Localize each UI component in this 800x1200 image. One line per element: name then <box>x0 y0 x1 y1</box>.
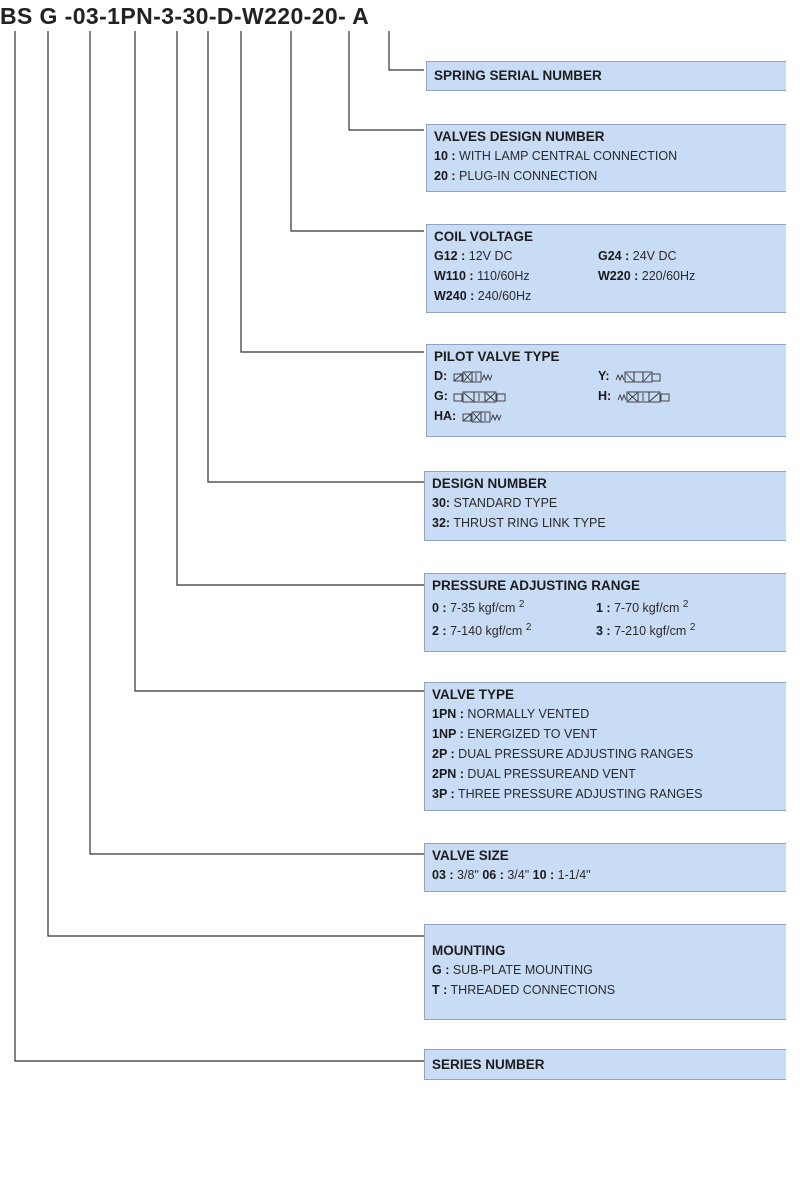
list-item: 2PN : DUAL PRESSUREAND VENT <box>432 767 636 781</box>
list-item: G: <box>434 386 598 406</box>
spring-serial-title: SPRING SERIAL NUMBER <box>434 68 602 83</box>
list-item: 30: STANDARD TYPE <box>432 496 558 510</box>
valves-design-title: VALVES DESIGN NUMBER <box>434 129 605 144</box>
pressure-range-box: PRESSURE ADJUSTING RANGE 0 : 7-35 kgf/cm… <box>424 573 786 652</box>
leader-coil <box>290 31 424 232</box>
mounting-title: MOUNTING <box>432 943 506 958</box>
list-item: G : SUB-PLATE MOUNTING <box>432 963 593 977</box>
pressure-range-title: PRESSURE ADJUSTING RANGE <box>432 578 641 593</box>
series-number-title: SERIES NUMBER <box>432 1057 545 1072</box>
list-item: 1PN : NORMALLY VENTED <box>432 707 590 721</box>
valve-type-title: VALVE TYPE <box>432 687 515 702</box>
list-item: 10 : WITH LAMP CENTRAL CONNECTION <box>434 149 678 163</box>
list-item: HA: <box>434 406 598 426</box>
leader-pilot <box>240 31 424 353</box>
code-dash: - <box>174 3 183 29</box>
code-mounting: G <box>32 3 58 29</box>
list-item: 3P : THREE PRESSURE ADJUSTING RANGES <box>432 787 703 801</box>
leader-valve-type <box>134 31 424 692</box>
leader-design <box>207 31 424 483</box>
coil-voltage-box: COIL VOLTAGE G12 : 12V DC G24 : 24V DC W… <box>426 224 786 313</box>
leader-spring <box>388 31 424 71</box>
list-item: W240 : 240/60Hz <box>434 289 532 303</box>
valve-symbol-g-icon <box>453 391 506 403</box>
valve-symbol-d-icon <box>453 371 493 383</box>
code-coil: W220 <box>241 3 304 29</box>
valve-symbol-h-icon <box>617 391 670 403</box>
leader-size <box>89 31 424 855</box>
code-valve-type: 1PN <box>107 3 154 29</box>
code-dash: - <box>233 3 242 29</box>
list-item: T : THREADED CONNECTIONS <box>432 983 616 997</box>
list-item: 1 : 7-70 kgf/cm 2 <box>596 599 689 616</box>
code-dash: - <box>57 3 73 29</box>
list-item: 32: THRUST RING LINK TYPE <box>432 516 606 530</box>
spring-serial-box: SPRING SERIAL NUMBER <box>426 61 786 91</box>
leader-series <box>14 31 424 1062</box>
valve-size-box: VALVE SIZE 03 : 3/8" 06 : 3/4" 10 : 1-1/… <box>424 843 786 892</box>
list-item: 1NP : ENERGIZED TO VENT <box>432 727 598 741</box>
list-item: 2P : DUAL PRESSURE ADJUSTING RANGES <box>432 747 694 761</box>
code-dash: - <box>208 3 217 29</box>
list-item: W110 : 110/60Hz <box>434 269 530 283</box>
list-item: 03 : 3/8" 06 : 3/4" 10 : 1-1/4" <box>432 868 591 882</box>
model-code: BS G -03-1PN-3-30-D-W220-20- A <box>0 3 369 30</box>
list-item: W220 : 220/60Hz <box>598 269 696 283</box>
code-dash: - <box>99 3 108 29</box>
list-item: Y: <box>598 366 780 386</box>
coil-voltage-title: COIL VOLTAGE <box>434 229 534 244</box>
valve-symbol-y-icon <box>615 371 661 383</box>
code-size: 03 <box>72 3 100 29</box>
mounting-box: MOUNTING G : SUB-PLATE MOUNTING T : THRE… <box>424 924 786 1020</box>
list-item: G24 : 24V DC <box>598 249 677 263</box>
code-spring: A <box>346 3 370 29</box>
code-valves-design: 20 <box>311 3 339 29</box>
list-item: 0 : 7-35 kgf/cm 2 <box>432 599 525 616</box>
valve-type-box: VALVE TYPE 1PN : NORMALLY VENTED 1NP : E… <box>424 682 786 811</box>
series-number-box: SERIES NUMBER <box>424 1049 786 1080</box>
code-dash: - <box>303 3 312 29</box>
valve-symbol-ha-icon <box>462 411 502 423</box>
leader-mounting <box>47 31 424 937</box>
list-item: G12 : 12V DC <box>434 249 513 263</box>
leader-pressure <box>176 31 424 586</box>
code-pressure: 3 <box>161 3 175 29</box>
list-item: 20 : PLUG-IN CONNECTION <box>434 169 598 183</box>
valve-size-title: VALVE SIZE <box>432 848 509 863</box>
code-dash: - <box>338 3 347 29</box>
design-number-title: DESIGN NUMBER <box>432 476 547 491</box>
pilot-valve-box: PILOT VALVE TYPE D: Y: G: H: HA: <box>426 344 786 437</box>
pilot-valve-title: PILOT VALVE TYPE <box>434 349 560 364</box>
list-item: D: <box>434 366 598 386</box>
code-dash: - <box>153 3 162 29</box>
valves-design-box: VALVES DESIGN NUMBER 10 : WITH LAMP CENT… <box>426 124 786 192</box>
leader-valves-design <box>348 31 424 131</box>
code-pilot: D <box>216 3 234 29</box>
design-number-box: DESIGN NUMBER 30: STANDARD TYPE 32: THRU… <box>424 471 786 541</box>
list-item: 2 : 7-140 kgf/cm 2 <box>432 622 532 639</box>
code-series: BS <box>0 3 33 29</box>
code-design: 30 <box>182 3 209 29</box>
list-item: H: <box>598 386 780 406</box>
list-item: 3 : 7-210 kgf/cm 2 <box>596 622 696 639</box>
